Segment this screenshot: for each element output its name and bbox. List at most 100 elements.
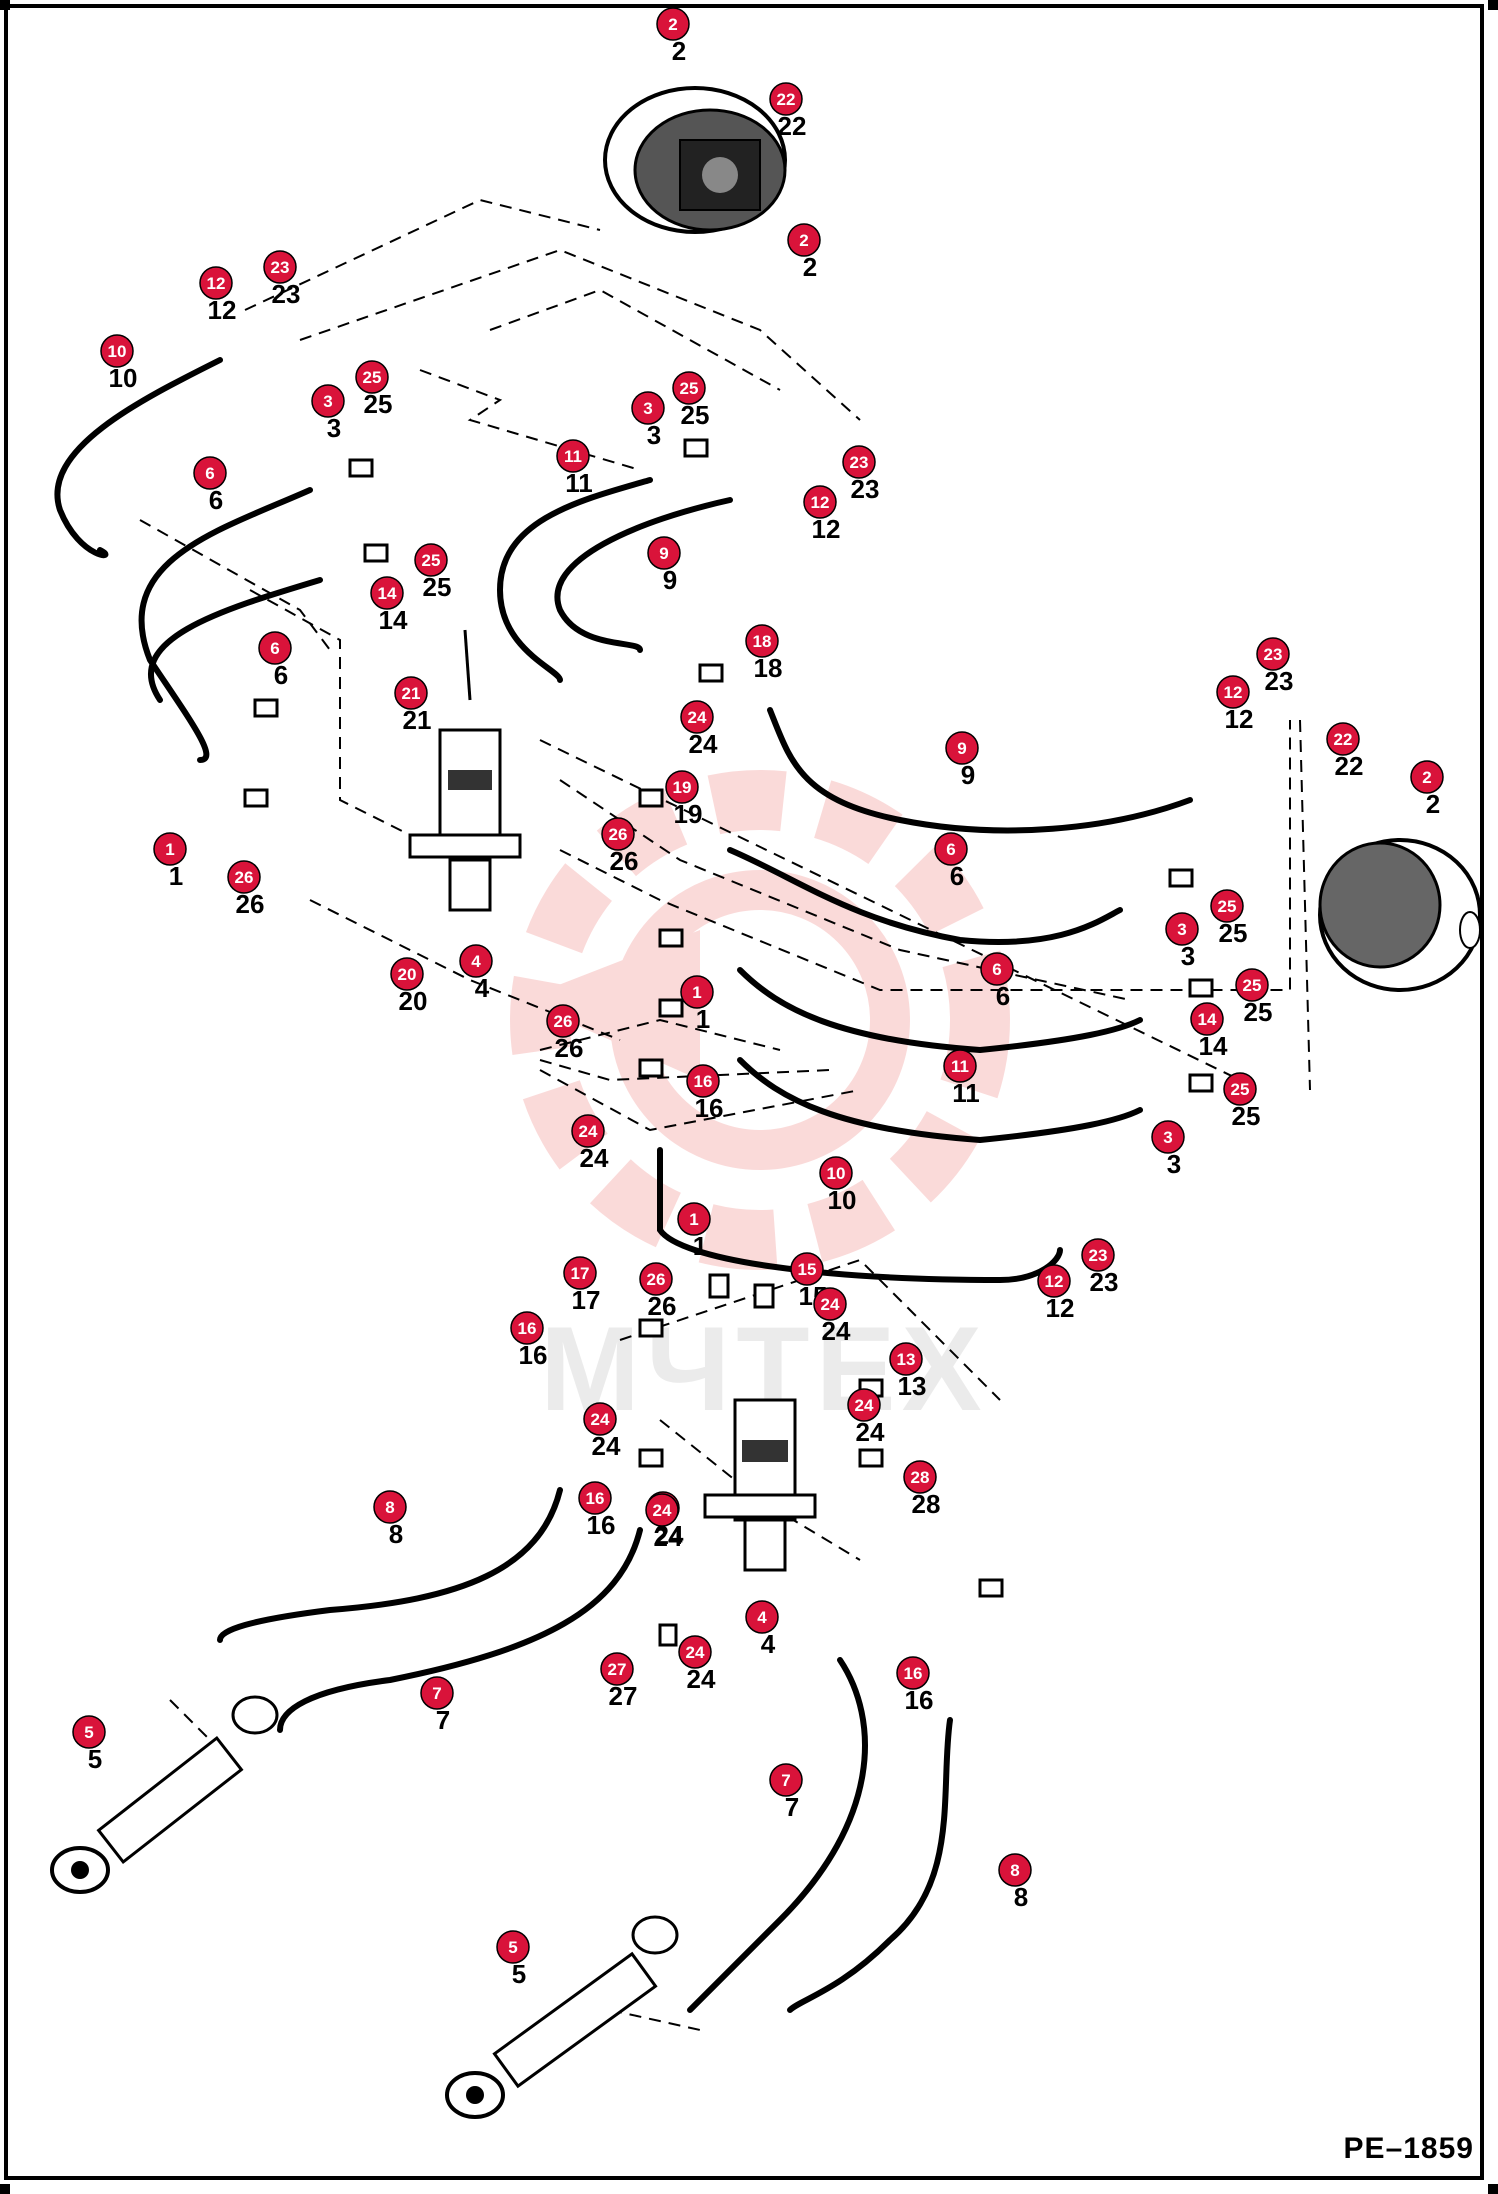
callout-label: 6 xyxy=(270,639,279,658)
callout-label: 25 xyxy=(1243,976,1262,995)
callout-ghost-label: 13 xyxy=(898,1371,927,1401)
callout-label: 28 xyxy=(911,1468,930,1487)
fittings xyxy=(243,438,1214,1647)
corner-mark xyxy=(1488,2184,1498,2194)
corner-mark xyxy=(1488,0,1498,10)
callout-label: 16 xyxy=(904,1664,923,1683)
callout-badge xyxy=(496,1930,530,1964)
callout-badge xyxy=(790,1252,824,1286)
callout-ghost-label: 16 xyxy=(587,1510,616,1540)
callout-badge xyxy=(680,975,714,1009)
callout-label: 11 xyxy=(564,447,582,466)
callout-ghost-label: 22 xyxy=(778,111,807,141)
callout-ghost-label: 19 xyxy=(674,799,703,829)
callout-6: 66 xyxy=(934,832,968,891)
callout-badge xyxy=(769,82,803,116)
callout-badge xyxy=(1165,912,1199,946)
callout-7: 77 xyxy=(769,1763,803,1822)
callout-ghost-label: 26 xyxy=(648,1291,677,1321)
callout-8: 88 xyxy=(998,1853,1032,1912)
callout-badge xyxy=(153,832,187,866)
callout-ghost-label: 3 xyxy=(647,420,661,450)
callout-ghost-label: 8 xyxy=(389,1519,403,1549)
callout-badge xyxy=(745,624,779,658)
callout-5: 55 xyxy=(72,1715,106,1774)
callout-ghost-label: 23 xyxy=(851,474,880,504)
callout-2: 22 xyxy=(787,223,821,282)
callout-ghost-label: 4 xyxy=(761,1629,776,1659)
callout-ghost-label: 14 xyxy=(379,605,408,635)
callout-label: 22 xyxy=(777,90,796,109)
callout-ghost-label: 28 xyxy=(912,1489,941,1519)
callout-badge xyxy=(665,770,699,804)
corner-mark xyxy=(0,0,10,10)
callout-badge xyxy=(1210,889,1244,923)
callout-label: 9 xyxy=(659,544,668,563)
callout-label: 26 xyxy=(554,1012,573,1031)
callout-badge xyxy=(672,371,706,405)
callout-badge xyxy=(263,250,297,284)
corner-mark xyxy=(0,2184,10,2194)
callout-label: 12 xyxy=(1224,683,1243,702)
callout-badge xyxy=(601,817,635,851)
callout-badge xyxy=(414,543,448,577)
callout-badge xyxy=(1081,1238,1115,1272)
callout-label: 17 xyxy=(571,1264,590,1283)
callout-label: 19 xyxy=(673,778,692,797)
callout-label: 9 xyxy=(957,739,966,758)
callout-1: 11 xyxy=(677,1202,711,1261)
callout-9: 99 xyxy=(945,731,979,790)
callout-badge xyxy=(842,445,876,479)
callout-ghost-label: 24 xyxy=(856,1417,885,1447)
callout-ghost-label: 16 xyxy=(905,1685,934,1715)
callout-ghost-label: 16 xyxy=(519,1340,548,1370)
callout-ghost-label: 23 xyxy=(272,279,301,309)
callout-label: 1 xyxy=(689,1210,698,1229)
callout-ghost-label: 16 xyxy=(695,1093,724,1123)
callout-ghost-label: 12 xyxy=(1225,704,1254,734)
callout-ghost-label: 27 xyxy=(609,1681,638,1711)
callout-badge xyxy=(686,1064,720,1098)
callout-3: 33 xyxy=(631,391,665,450)
callout-badge xyxy=(600,1652,634,1686)
cylinder-right xyxy=(445,1915,679,2119)
callout-badge xyxy=(678,1635,712,1669)
callout-label: 2 xyxy=(668,15,677,34)
callout-ghost-label: 24 xyxy=(592,1431,621,1461)
callout-badge xyxy=(258,631,292,665)
callout-ghost-label: 23 xyxy=(1090,1267,1119,1297)
callout-1: 11 xyxy=(680,975,714,1034)
callout-ghost-label: 2 xyxy=(803,252,817,282)
callout-ghost-label: 24 xyxy=(580,1143,609,1173)
callout-ghost-label: 3 xyxy=(1181,941,1195,971)
callout-badge xyxy=(769,1763,803,1797)
callout-2: 22 xyxy=(656,7,690,66)
callout-badge xyxy=(459,944,493,978)
callout-ghost-label: 12 xyxy=(208,295,237,325)
callout-label: 1 xyxy=(692,983,701,1002)
callout-badge xyxy=(370,576,404,610)
callout-label: 26 xyxy=(609,825,628,844)
callout-6: 66 xyxy=(258,631,292,690)
